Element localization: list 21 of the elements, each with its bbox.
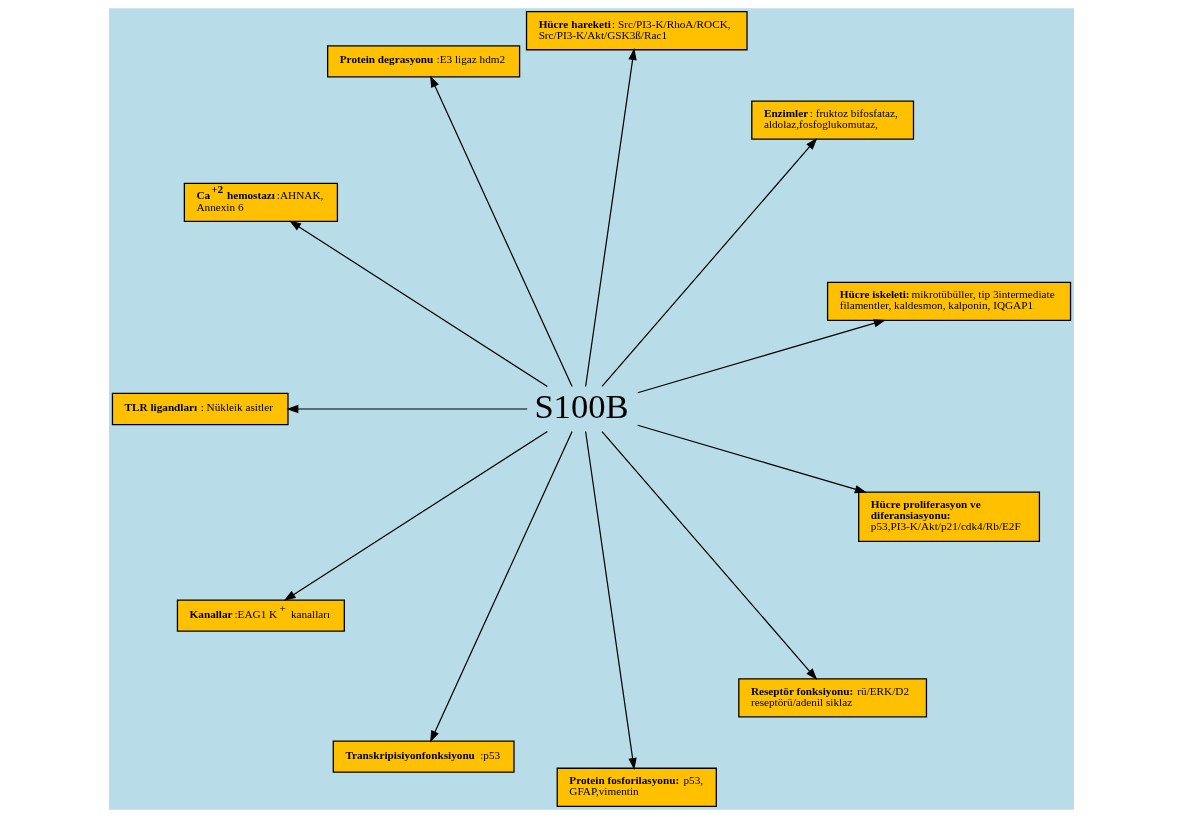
- arrow: [585, 430, 637, 770]
- arrow: [637, 424, 867, 494]
- node-box: Hücre iskeleti:mikrotübüller, tip 3intermediate filamentler, kaldesmon, kalponin, IQGAP1: [826, 281, 1072, 321]
- arrow: [430, 430, 573, 743]
- node-box: TLR ligandları: Nükleik asitler: [111, 392, 289, 426]
- arrow: [430, 75, 573, 388]
- arrow: [286, 404, 528, 414]
- node-box: Transkripisiyonfonksiyonu:p53: [332, 740, 515, 773]
- arrow: [283, 430, 548, 601]
- node-box: Reseptör fonksiyonu: rü/ERK/D2 reseptörü/adenil siklaz: [738, 678, 928, 718]
- arrow: [585, 48, 637, 388]
- node-box: Protein degrasyonu:E3 ligaz hdm2: [327, 45, 521, 78]
- arrow: [601, 137, 818, 387]
- node-box: Hücre proliferasyon ve diferansiasyonu: p53,PI3-K/Akt/p21/cdk4/Rb/E2F: [858, 491, 1041, 542]
- node-box: Hücre hareketi: Src/PI3-K/RhoA/ROCK, Src/PI3-K/Akt/GSK3ß/Rac1: [525, 11, 748, 51]
- arrow: [289, 220, 548, 388]
- arrow: [637, 319, 886, 394]
- arrow: [601, 431, 818, 681]
- node-box: Protein fosforilasyonu:p53, GFAP,vimentin: [556, 767, 717, 807]
- node-box: Enzimler: fruktoz bifosfataz, aldolaz,fosfoglukomutaz,: [751, 100, 915, 140]
- node-text: S100B: [534, 386, 629, 425]
